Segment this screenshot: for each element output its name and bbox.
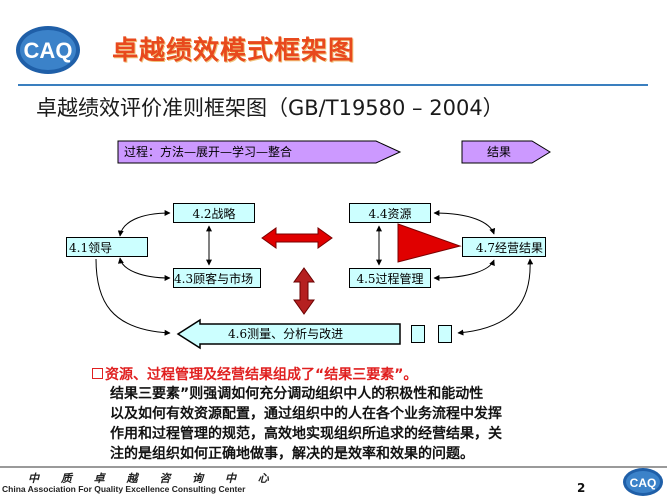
diagram-subtitle: 卓越绩效评价准则框架图（GB/T19580 – 2004） (36, 96, 504, 120)
footer-org-chinese: 中 质 卓 越 咨 询 中 心 (28, 472, 278, 485)
footer-caq-logo: CAQ (622, 466, 664, 498)
bullet-text: 资源、过程管理及经营结果组成了“结果三要素”。 (105, 367, 418, 383)
measurement-arrow (176, 318, 401, 350)
body-line: 以及如何有效资源配置，通过组织中的人在各个业务流程中发挥 (110, 406, 502, 422)
body-paragraph: 结果三要素”则强调如何充分调动组织中人的积极性和能动性 以及如何有效资源配置，通… (110, 384, 630, 464)
resources-to-results-arrow (433, 210, 496, 235)
business-results-box: 4.7经营结果 (462, 237, 546, 257)
page-number: 2 (577, 481, 586, 495)
body-line: 作用和过程管理的规范，高效地实现组织所追求的经营结果，关 (110, 426, 502, 442)
leadership-feedback-loop-arrow (95, 258, 171, 336)
leadership-to-strategy-arrow (117, 210, 171, 237)
results-feedback-loop-arrow (457, 258, 534, 336)
body-line: 注的是组织如何正确地做事，解决的是效率和效果的问题。 (110, 446, 474, 462)
resources-box: 4.4资源 (349, 203, 431, 223)
process-banner-label: 过程：方法—展开—学习—整合 (124, 144, 292, 159)
process-to-results-arrow (433, 259, 495, 281)
caq-logo: CAQ (14, 20, 104, 78)
logo-text: CAQ (24, 38, 73, 63)
process-management-box: 4.5过程管理 (349, 268, 431, 288)
footer-divider (0, 466, 667, 468)
strategy-box: 4.2战略 (173, 203, 255, 223)
footer-org-english: China Association For Quality Excellence… (2, 484, 246, 494)
results-banner-arrow (461, 140, 551, 164)
customers-market-box: 4.3顾客与市场 (173, 268, 261, 288)
process-banner-arrow (117, 140, 402, 164)
title-divider (18, 84, 648, 86)
footer-logo-text: CAQ (630, 476, 657, 490)
body-line: 结果三要素”则强调如何充分调动组织中人的积极性和能动性 (110, 386, 484, 402)
square-bullet-icon (92, 368, 103, 379)
leadership-box: 4.1领导 (66, 237, 148, 257)
red-triangle-arrow (397, 223, 462, 263)
red-vertical-double-arrow (293, 267, 315, 315)
slide-title: 卓越绩效模式框架图 (112, 36, 356, 66)
results-banner-label: 结果 (487, 145, 511, 159)
leadership-to-customers-arrow (117, 257, 171, 281)
bullet-point: 资源、过程管理及经营结果组成了“结果三要素”。 (92, 364, 417, 384)
measurement-label: 4.6测量、分析与改进 (228, 327, 343, 341)
small-square-2 (438, 325, 452, 343)
red-horizontal-double-arrow (261, 227, 333, 249)
small-square-1 (411, 325, 425, 343)
